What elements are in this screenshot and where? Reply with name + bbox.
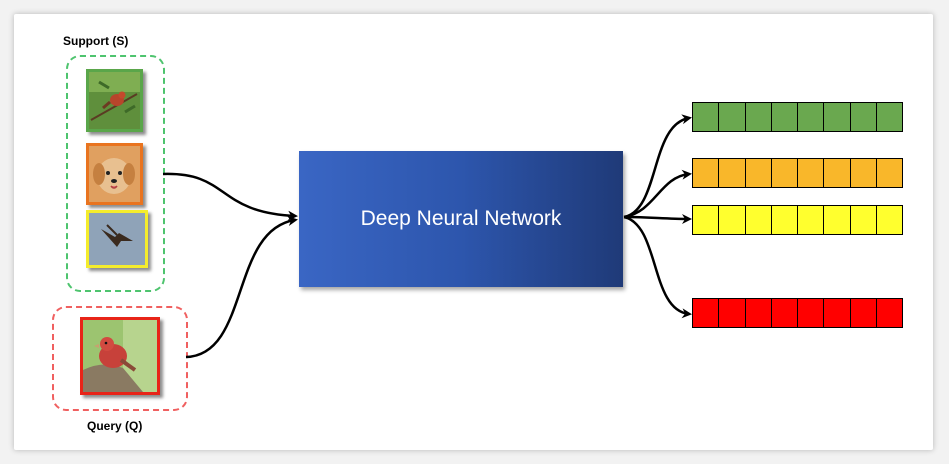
embedding-cell bbox=[693, 159, 720, 187]
red-bird-icon bbox=[83, 320, 157, 392]
arrow-network-to-orange bbox=[623, 169, 692, 219]
embedding-cell bbox=[824, 206, 851, 234]
embedding-cell bbox=[771, 206, 798, 234]
embedding-cell bbox=[850, 103, 877, 131]
embedding-cell bbox=[719, 206, 746, 234]
embedding-cell bbox=[850, 206, 877, 234]
embedding-cell bbox=[745, 103, 772, 131]
embedding-vector-red bbox=[692, 298, 903, 328]
embedding-vector-orange bbox=[692, 158, 903, 188]
support-label: Support (S) bbox=[63, 34, 129, 48]
arrow-query-to-network bbox=[185, 216, 298, 359]
query-set-box bbox=[52, 306, 188, 411]
embedding-cell bbox=[719, 103, 746, 131]
embedding-cell bbox=[745, 206, 772, 234]
embedding-cell bbox=[798, 159, 825, 187]
embedding-cell bbox=[824, 299, 851, 327]
embedding-cell bbox=[719, 159, 746, 187]
support-image-bird-flight bbox=[86, 210, 148, 268]
arrow-network-to-yellow bbox=[623, 213, 692, 224]
puppy-icon bbox=[89, 146, 140, 202]
embedding-cell bbox=[693, 206, 720, 234]
embedding-vector-green bbox=[692, 102, 903, 132]
embedding-cell bbox=[798, 103, 825, 131]
arrow-network-to-green bbox=[623, 114, 692, 219]
embedding-cell bbox=[771, 159, 798, 187]
bird-branch-icon bbox=[89, 72, 140, 129]
support-image-bird-branch bbox=[86, 69, 143, 132]
arrow-network-to-red bbox=[623, 215, 692, 319]
query-label: Query (Q) bbox=[87, 419, 143, 433]
embedding-cell bbox=[850, 159, 877, 187]
embedding-cell bbox=[745, 299, 772, 327]
embedding-vector-yellow bbox=[692, 205, 903, 235]
embedding-cell bbox=[771, 299, 798, 327]
embedding-cell bbox=[824, 159, 851, 187]
embedding-cell bbox=[876, 206, 902, 234]
embedding-cell bbox=[693, 103, 720, 131]
arrow-support-to-network bbox=[162, 172, 298, 221]
network-label: Deep Neural Network bbox=[360, 207, 562, 230]
embedding-cell bbox=[771, 103, 798, 131]
deep-neural-network-block: Deep Neural Network bbox=[299, 151, 623, 287]
query-image-red-bird bbox=[80, 317, 160, 395]
flying-bird-icon bbox=[89, 213, 145, 265]
embedding-cell bbox=[876, 159, 902, 187]
embedding-cell bbox=[824, 103, 851, 131]
embedding-cell bbox=[876, 299, 902, 327]
embedding-cell bbox=[850, 299, 877, 327]
embedding-cell bbox=[719, 299, 746, 327]
embedding-cell bbox=[693, 299, 720, 327]
embedding-cell bbox=[745, 159, 772, 187]
embedding-cell bbox=[876, 103, 902, 131]
support-image-puppy bbox=[86, 143, 143, 205]
embedding-cell bbox=[798, 206, 825, 234]
embedding-cell bbox=[798, 299, 825, 327]
